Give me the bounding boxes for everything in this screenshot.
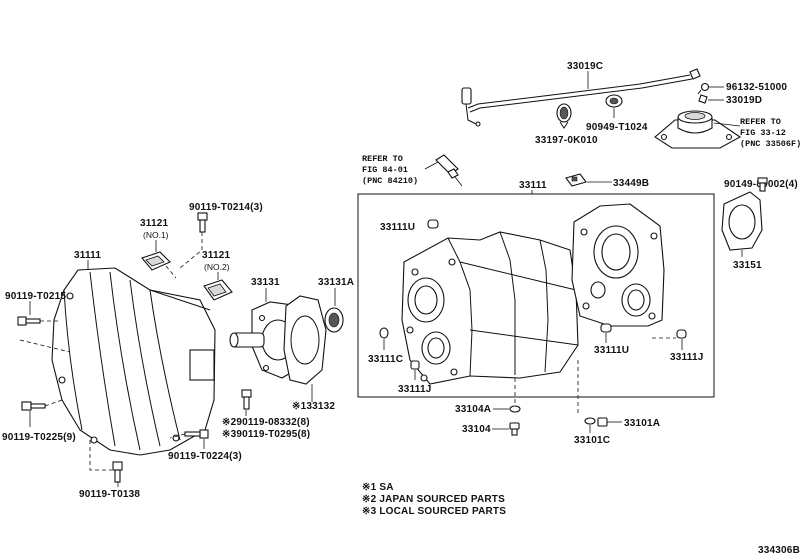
label-33104: 33104 bbox=[462, 424, 491, 435]
gasket-33104a bbox=[509, 405, 521, 413]
pin-33111c bbox=[379, 327, 389, 339]
gasket-33151 bbox=[721, 191, 763, 251]
legend-item-3: ※3 LOCAL SOURCED PARTS bbox=[362, 506, 506, 517]
diagram-id: 334306B bbox=[758, 545, 800, 556]
plug-33101a bbox=[597, 417, 608, 427]
label-33111u-top: 33111U bbox=[380, 222, 415, 233]
legend-item-2: ※2 JAPAN SOURCED PARTS bbox=[362, 494, 505, 505]
label-33019d: 33019D bbox=[726, 95, 762, 106]
label-90119-08332: ※290119-08332(8) bbox=[222, 417, 310, 428]
label-31121-no2: 31121 bbox=[202, 250, 230, 261]
label-33111j-left: 33111J bbox=[398, 384, 431, 395]
refer-fig84-line2: FIG 84-01 bbox=[362, 165, 408, 175]
label-33449b: 33449B bbox=[613, 178, 649, 189]
clutch-housing-31111 bbox=[51, 267, 216, 456]
shift-retainer bbox=[654, 110, 742, 149]
case-group-box bbox=[357, 193, 715, 398]
label-33197-0k010: 33197-0K010 bbox=[535, 135, 598, 146]
label-33111j-right: 33111J bbox=[670, 352, 703, 363]
bolt-90119-t0225 bbox=[21, 401, 46, 411]
refer-fig84-line3: (PNC 84210) bbox=[362, 176, 418, 186]
label-90119-t0215: 90119-T0215 bbox=[5, 291, 66, 302]
clip-31121-no1 bbox=[141, 251, 171, 271]
pin-33111u-right bbox=[600, 323, 612, 333]
pin-33111j-right bbox=[676, 329, 687, 339]
bolt-90119-t0138 bbox=[112, 461, 123, 483]
clip-33019d bbox=[698, 94, 708, 104]
pin-33111u-top bbox=[427, 219, 439, 229]
pin-33111j-left bbox=[410, 360, 420, 370]
bolt-90119-08332 bbox=[241, 389, 252, 410]
label-90949-t1024: 90949-T1024 bbox=[586, 122, 648, 133]
refer-fig84-line1: REFER TO bbox=[362, 154, 403, 164]
label-90119-t0224: 90119-T0224(3) bbox=[168, 451, 242, 462]
bolt-90149 bbox=[757, 177, 768, 192]
label-31121-no2-sub: (NO.2) bbox=[204, 262, 230, 272]
plug-33101c bbox=[584, 417, 596, 425]
clip-31121-no2 bbox=[203, 279, 233, 301]
label-90119-t0138: 90119-T0138 bbox=[79, 489, 140, 500]
grommet-90949 bbox=[605, 94, 623, 108]
label-33131a: 33131A bbox=[318, 277, 354, 288]
label-33101c: 33101C bbox=[574, 435, 610, 446]
clip-96132 bbox=[697, 82, 710, 95]
label-33111: 33111 bbox=[519, 180, 547, 191]
extension-plate bbox=[571, 203, 665, 327]
legend-item-1: ※1 SA bbox=[362, 482, 394, 493]
gasket-33132 bbox=[283, 295, 327, 385]
label-31111: 31111 bbox=[74, 250, 101, 261]
sensor-84210 bbox=[435, 154, 463, 187]
label-90119-t0214: 90119-T0214(3) bbox=[189, 202, 263, 213]
bolt-90119-t0214 bbox=[197, 212, 208, 233]
label-33132: ※133132 bbox=[292, 401, 335, 412]
label-33111c: 33111C bbox=[368, 354, 403, 365]
label-31121-no1: 31121 bbox=[140, 218, 168, 229]
transmission-case bbox=[401, 231, 579, 385]
label-33104a: 33104A bbox=[455, 404, 491, 415]
label-33151: 33151 bbox=[733, 260, 762, 271]
shift-cable-33019c bbox=[461, 68, 701, 127]
legend: ※1 SA ※2 JAPAN SOURCED PARTS ※3 LOCAL SO… bbox=[362, 482, 506, 517]
label-96132-51000: 96132-51000 bbox=[726, 82, 787, 93]
bolt-90119-t0215 bbox=[17, 316, 41, 326]
label-31121-no1-sub: (NO.1) bbox=[143, 230, 169, 240]
refer-fig33-line3: (PNC 33506F) bbox=[740, 139, 801, 149]
plug-33449b bbox=[565, 173, 587, 187]
bushing-33197 bbox=[556, 103, 572, 129]
refer-fig33-line1: REFER TO bbox=[740, 117, 781, 127]
label-33111u-right: 33111U bbox=[594, 345, 629, 356]
plug-33104 bbox=[509, 422, 520, 436]
label-90119-t0225: 90119-T0225(9) bbox=[2, 432, 76, 443]
refer-fig33-line2: FIG 33-12 bbox=[740, 128, 786, 138]
label-90119-t0295: ※390119-T0295(8) bbox=[222, 429, 310, 440]
label-33101a: 33101A bbox=[624, 418, 660, 429]
oil-seal-33131a bbox=[324, 307, 344, 333]
label-33019c: 33019C bbox=[567, 61, 603, 72]
label-33131: 33131 bbox=[251, 277, 280, 288]
